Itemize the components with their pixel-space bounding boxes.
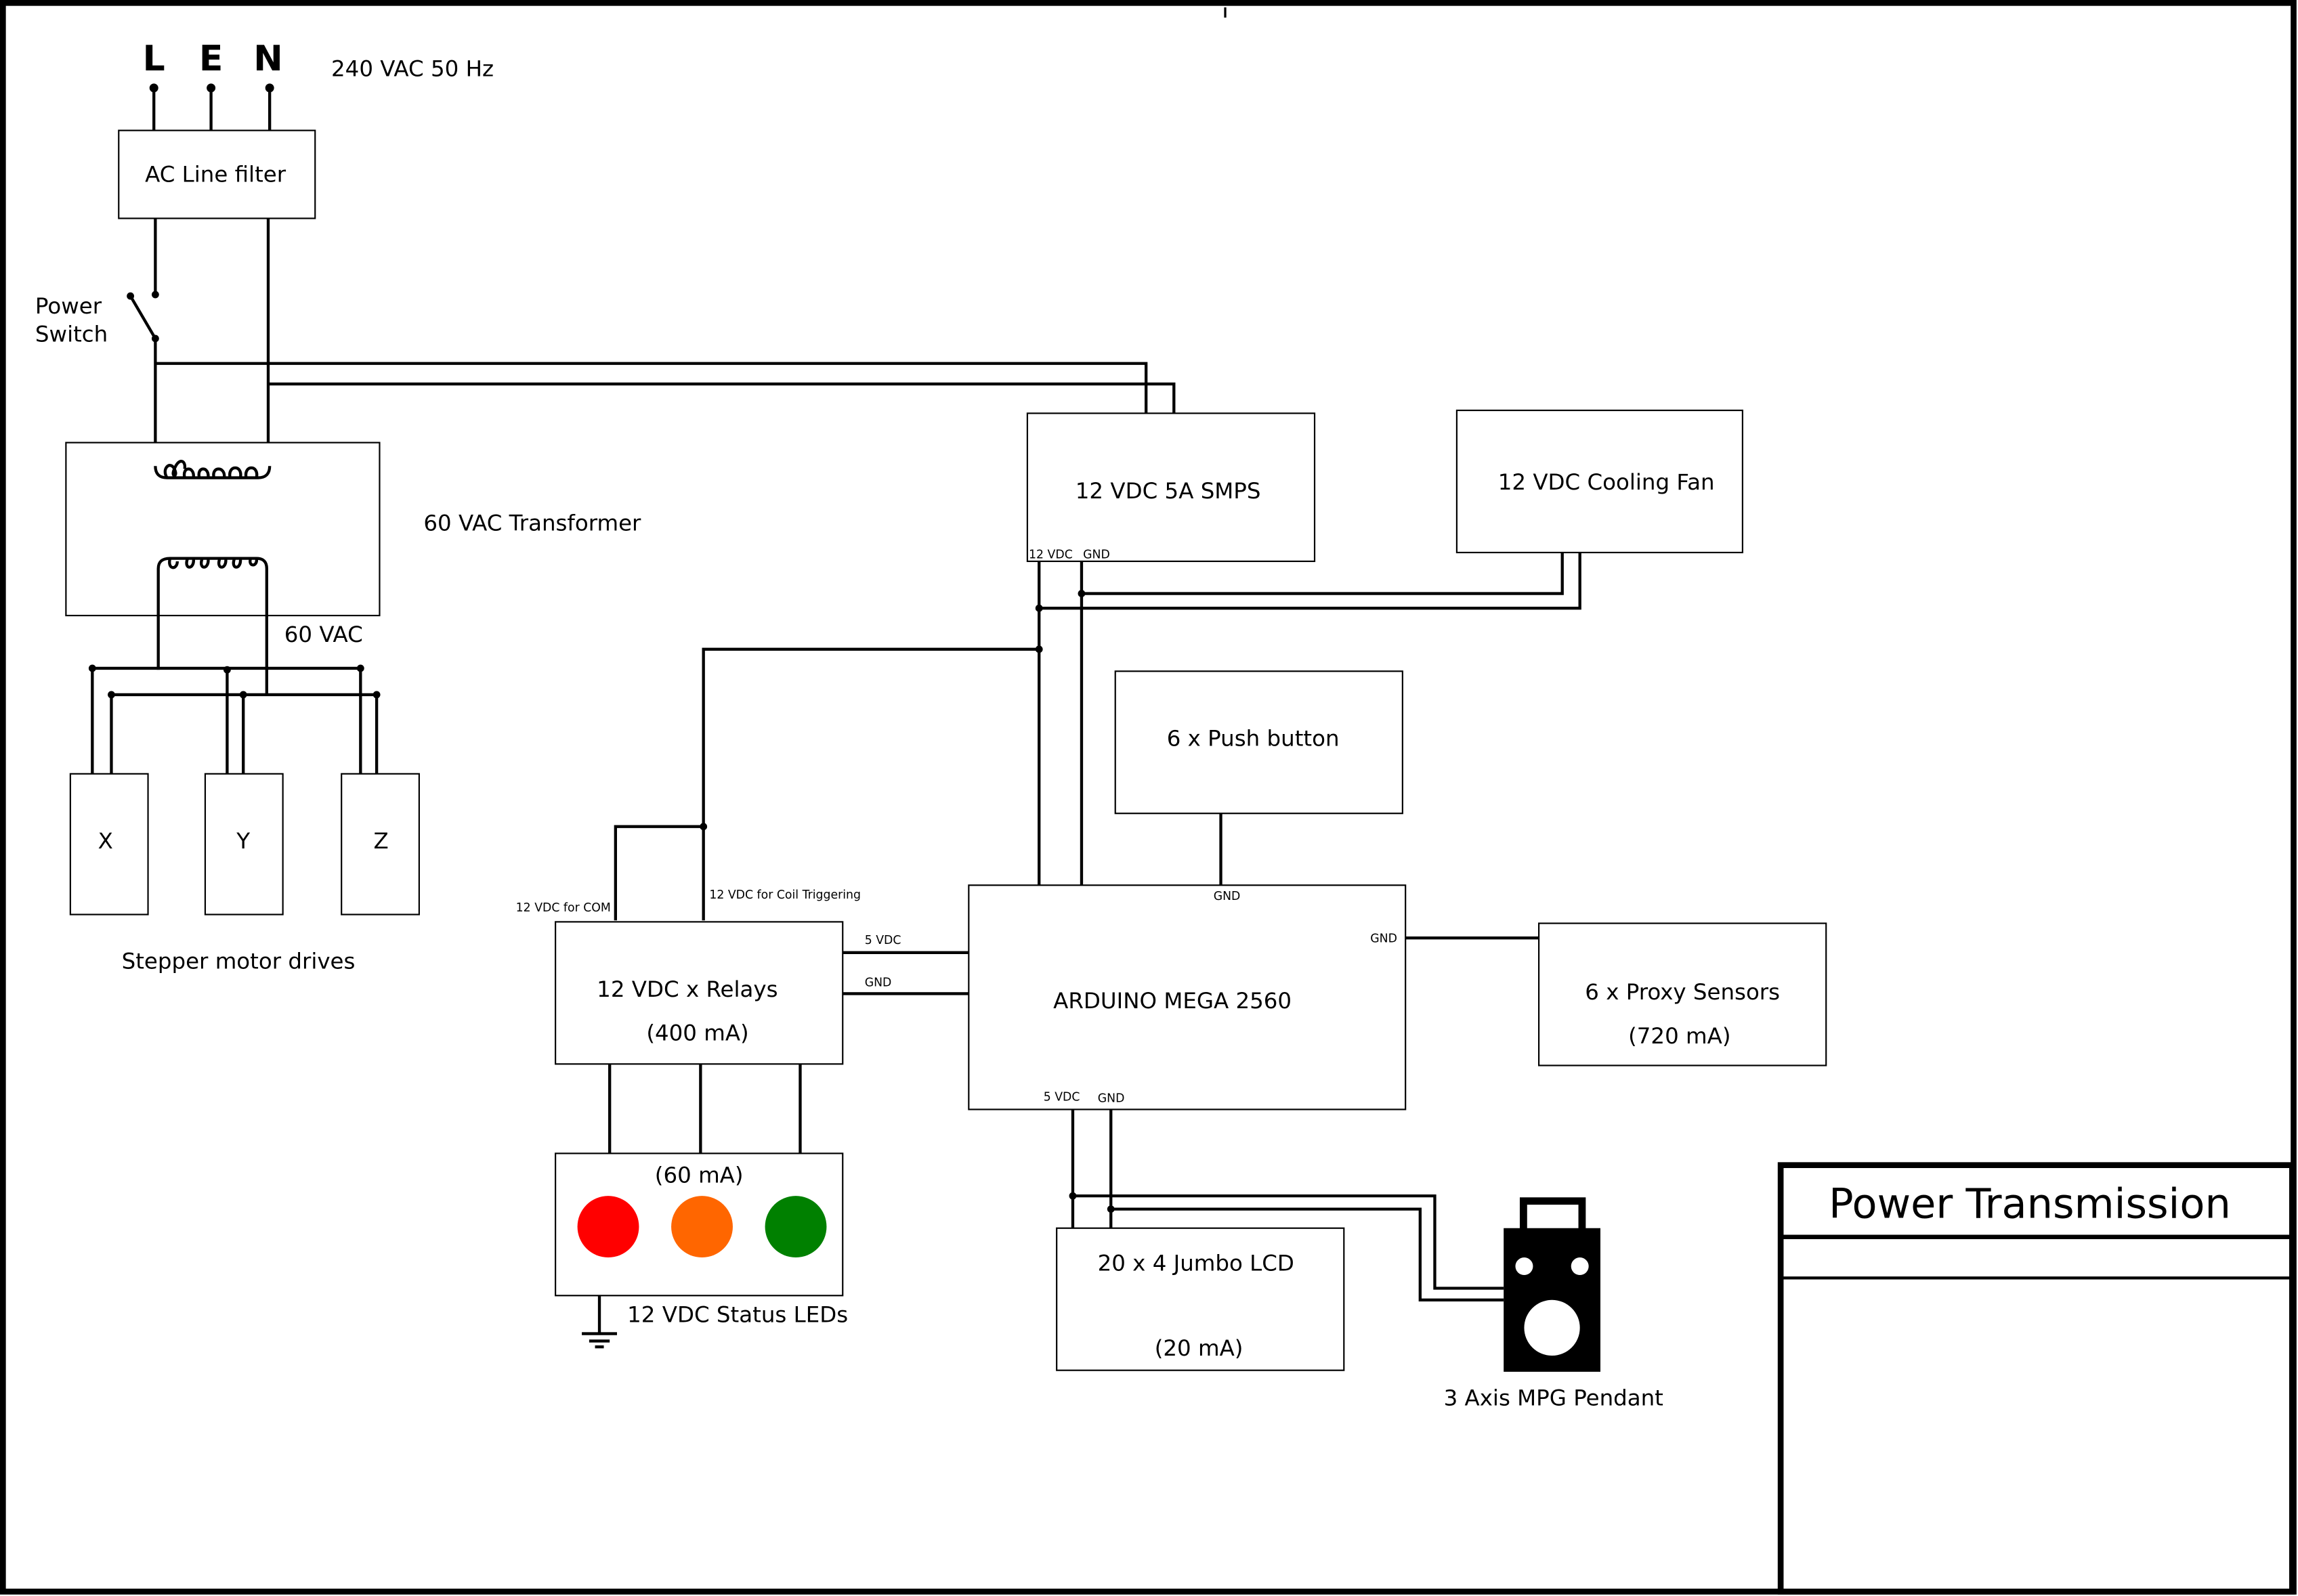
leds-current: (60 mA): [655, 1163, 744, 1188]
drives-caption: Stepper motor drives: [122, 949, 356, 974]
push-button-label: 6 x Push button: [1167, 726, 1340, 752]
status-leds: (60 mA) 12 VDC Status LEDs: [555, 1152, 848, 1349]
ground-icon: [582, 1295, 618, 1349]
arduino-gnd-right: GND: [1370, 932, 1397, 946]
smps: 12 VDC 5A SMPS 12 VDC GND: [1026, 412, 1316, 563]
mains-e: E: [199, 39, 223, 79]
fan-label: 12 VDC Cooling Fan: [1498, 469, 1715, 495]
transformer: 60 VAC Transformer 60 VAC: [65, 441, 641, 695]
pendant-label: 3 Axis MPG Pendant: [1444, 1385, 1663, 1411]
led-red: [577, 1196, 639, 1258]
mains-n: N: [253, 39, 282, 79]
mains-input: L E N 240 VAC 50 Hz: [143, 39, 494, 131]
relay-5v-label: 5 VDC: [865, 934, 901, 947]
arduino-gnd-bottom: GND: [1098, 1092, 1125, 1106]
switch-label-1: Power: [35, 293, 102, 319]
mains-l: L: [143, 39, 165, 79]
relays-current: (400 mA): [646, 1020, 748, 1046]
relays-label: 12 VDC x Relays: [597, 976, 778, 1002]
title-block-title: Power Transmission: [1829, 1181, 2231, 1228]
ac-feed-to-smps: [155, 362, 1176, 414]
drive-y: Y: [236, 828, 250, 854]
smps-label: 12 VDC 5A SMPS: [1076, 478, 1261, 504]
arduino-gnd-top: GND: [1214, 890, 1241, 903]
lcd: 20 x 4 Jumbo LCD (20 mA): [1056, 1109, 1504, 1371]
ac-line-filter: AC Line filter: [118, 129, 316, 219]
drive-z: Z: [373, 828, 388, 854]
cooling-fan: 12 VDC Cooling Fan: [1455, 409, 1743, 554]
drive-x: X: [98, 828, 113, 854]
smps-pin-gnd: GND: [1083, 548, 1110, 562]
smps-pin-12v: 12 VDC: [1029, 548, 1073, 562]
power-switch: Power Switch: [35, 218, 270, 467]
relays: 12 VDC x Relays (400 mA) 5 VDC GND: [555, 921, 969, 1154]
lcd-current: (20 mA): [1155, 1335, 1243, 1361]
leds-caption: 12 VDC Status LEDs: [627, 1301, 848, 1327]
proxy-current: (720 mA): [1628, 1023, 1730, 1049]
push-buttons: 6 x Push button: [1114, 670, 1403, 886]
proxy-label: 6 x Proxy Sensors: [1585, 979, 1780, 1005]
dc-wiring: 12 VDC for COM 12 VDC for Coil Triggerin…: [516, 552, 1581, 921]
switch-label-2: Switch: [35, 321, 108, 347]
relay-gnd-label: GND: [865, 976, 892, 990]
ac-filter-label: AC Line filter: [145, 161, 286, 187]
arduino-5v-bottom: 5 VDC: [1044, 1090, 1080, 1104]
secondary-label: 60 VAC: [284, 622, 363, 647]
relay-coil-label: 12 VDC for Coil Triggering: [709, 888, 861, 902]
mpg-pendant: 3 Axis MPG Pendant: [1444, 1197, 1663, 1411]
relay-com-label: 12 VDC for COM: [516, 901, 611, 915]
stepper-drives: X Y Z Stepper motor drives: [69, 664, 420, 974]
title-block: Power Transmission: [1777, 1162, 2295, 1595]
proxy-sensors: 6 x Proxy Sensors (720 mA): [1538, 922, 1827, 1066]
pendant-icon: [1504, 1197, 1600, 1372]
lcd-label: 20 x 4 Jumbo LCD: [1098, 1251, 1294, 1276]
arduino: ARDUINO MEGA 2560 GND GND 5 VDC GND: [968, 884, 1539, 1110]
led-green: [765, 1196, 827, 1258]
led-orange: [671, 1196, 733, 1258]
transformer-label: 60 VAC Transformer: [423, 510, 641, 536]
arduino-label: ARDUINO MEGA 2560: [1053, 988, 1292, 1014]
mains-spec: 240 VAC 50 Hz: [331, 56, 494, 82]
